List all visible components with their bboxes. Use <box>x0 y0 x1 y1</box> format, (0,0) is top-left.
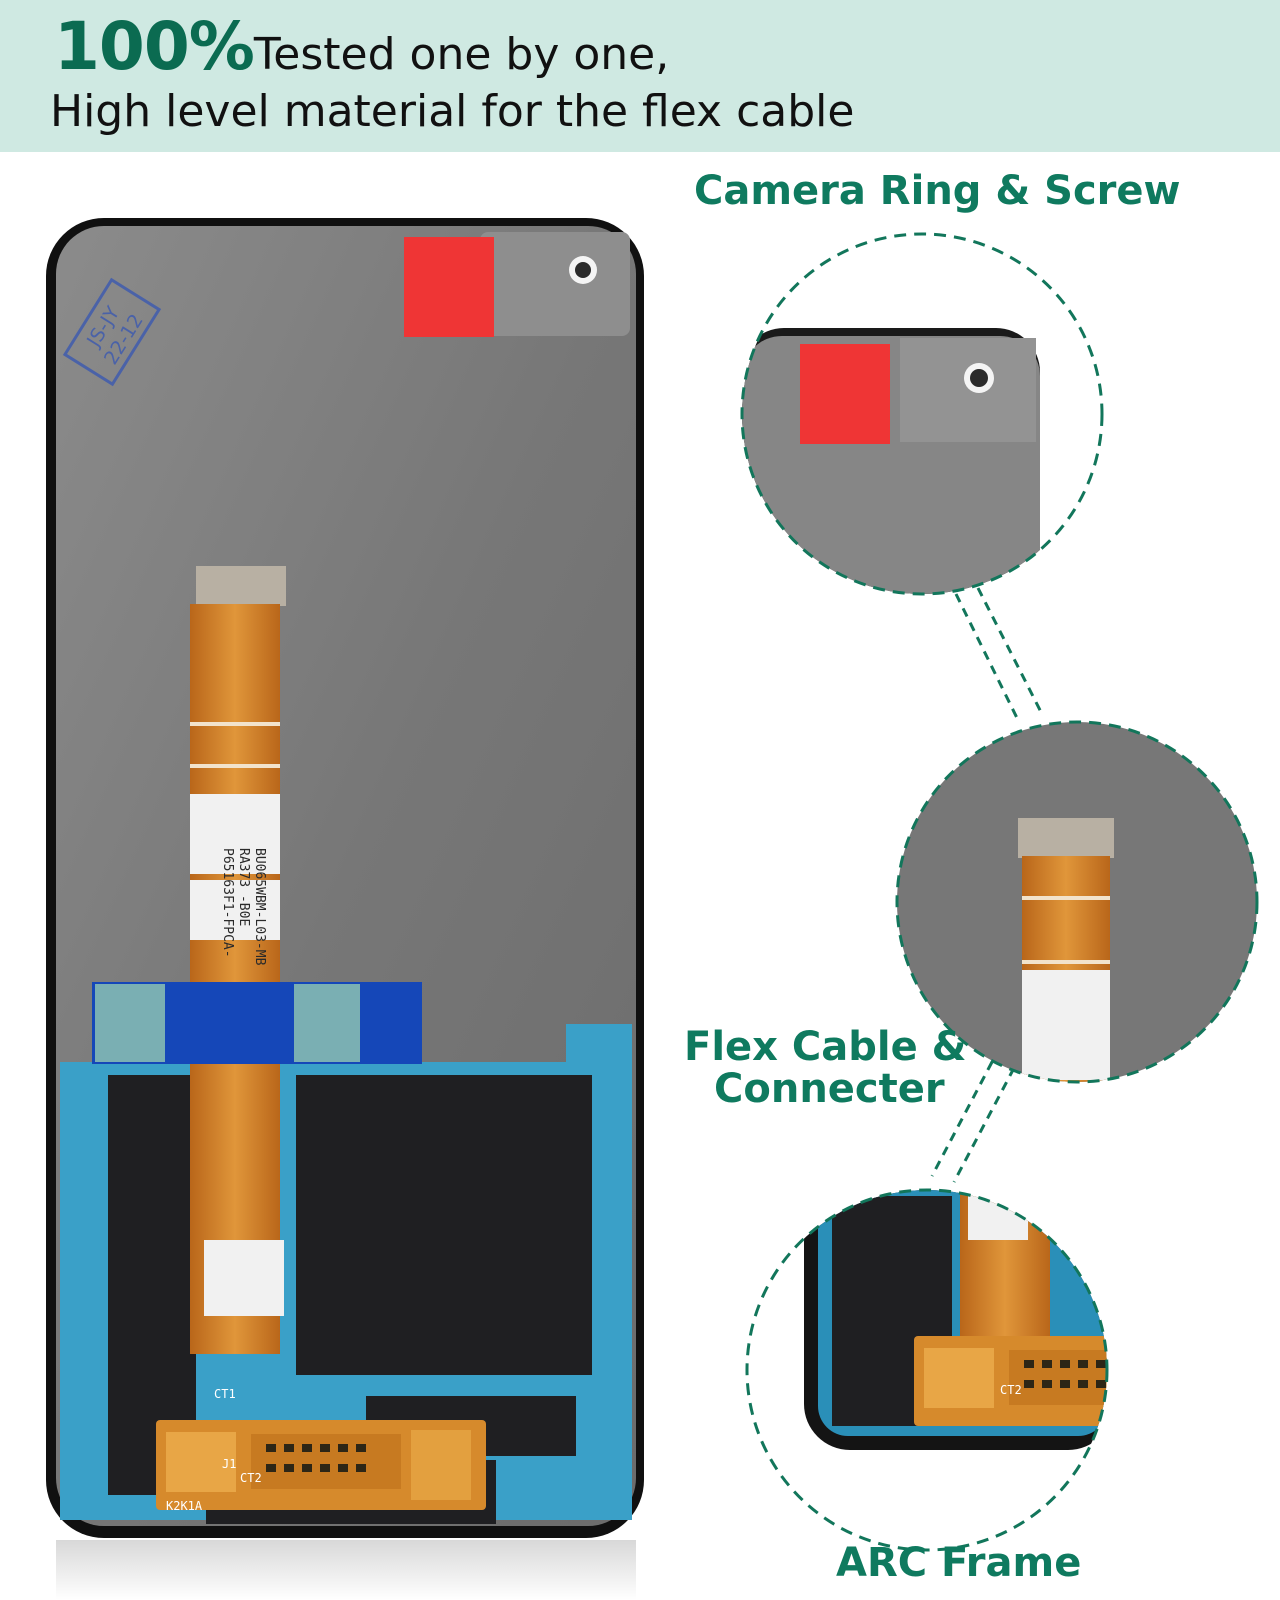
flex-print-1: BU065WBM-L03-MB <box>252 848 267 966</box>
board-mark-ct1: CT1 <box>214 1387 236 1401</box>
main-connector-board <box>156 1420 486 1510</box>
banner-line1-text: Tested one by one, <box>253 29 670 80</box>
board-mark-k2k1a: K2K1A <box>166 1499 203 1513</box>
arc-frame-label: ARC Frame <box>836 1540 1082 1586</box>
red-tape-label <box>404 237 494 337</box>
callout-connectors <box>930 587 1044 1183</box>
banner-headline-line2: High level material for the flex cable <box>50 86 855 137</box>
flex-cable-label-line1: Flex Cable & <box>684 1024 967 1070</box>
arc-callout-circle <box>745 1188 1109 1552</box>
camera-zoom-content <box>742 234 1102 594</box>
phone-lcd-back: JS-JY 22-12 BU065WBM-L03-MB RA373 -B0E P… <box>46 218 644 1600</box>
battery-recess <box>296 1075 592 1375</box>
banner-headline-line1: 100%Tested one by one, <box>54 14 669 80</box>
camera-ring-label: Camera Ring & Screw <box>694 168 1181 214</box>
camera-callout-circle <box>740 232 1104 596</box>
svg-text:CT2: CT2 <box>1000 1383 1022 1397</box>
board-mark-ct2: CT2 <box>240 1471 262 1485</box>
flex-zoom-content <box>897 722 1257 1082</box>
main-flex-connector <box>196 566 286 606</box>
arc-zoom-content: CT2 <box>747 1190 1107 1550</box>
flex-print-3: P65163F1-FPCA- <box>220 848 235 958</box>
flex-print-2: RA373 -B0E <box>236 848 251 926</box>
board-mark-j1: J1 <box>222 1457 236 1471</box>
flex-cable-label-line2: Connecter <box>714 1066 945 1112</box>
banner-accent: 100% <box>54 8 255 85</box>
flex-callout-circle <box>895 720 1259 1084</box>
top-banner <box>0 0 1280 152</box>
